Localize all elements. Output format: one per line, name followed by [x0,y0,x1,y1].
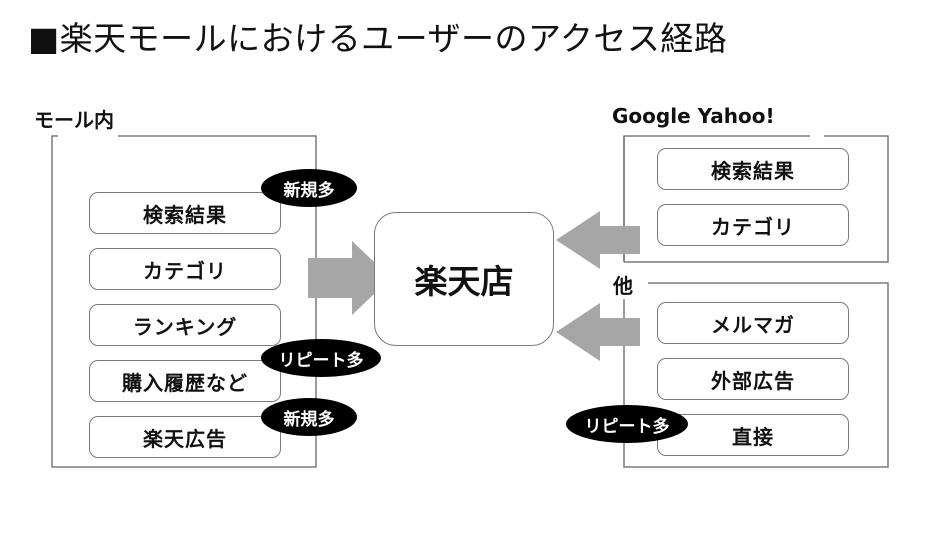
search-engines-label: Google Yahoo! [612,104,775,128]
mall-item-category: カテゴリ [89,248,281,290]
badge-repeat-many-history: リピート多 [261,339,381,377]
badge-new-many-search: 新規多 [261,169,357,207]
mall-item-purchase-history: 購入履歴など [89,360,281,402]
badge-repeat-many-direct: リピート多 [566,405,688,443]
page-title: ■楽天モールにおけるユーザーのアクセス経路 [28,19,728,58]
other-label: 他 [609,270,637,299]
arrow-search-to-store [556,211,640,269]
mall-frame [51,135,317,468]
badge-new-many-ads: 新規多 [261,398,357,436]
arrow-other-to-store [556,303,640,361]
mall-item-ranking: ランキング [89,304,281,346]
other-item-external-ads: 外部広告 [657,358,849,400]
other-item-direct: 直接 [657,414,849,456]
mall-item-search-results: 検索結果 [89,192,281,234]
mall-label: モール内 [34,108,114,132]
rakuten-store-node: 楽天店 [374,212,554,346]
mall-item-rakuten-ads: 楽天広告 [89,416,281,458]
arrow-mall-to-store [308,241,391,315]
search-item-category: カテゴリ [657,204,849,246]
search-item-search-results: 検索結果 [657,148,849,190]
other-item-mail-magazine: メルマガ [657,302,849,344]
